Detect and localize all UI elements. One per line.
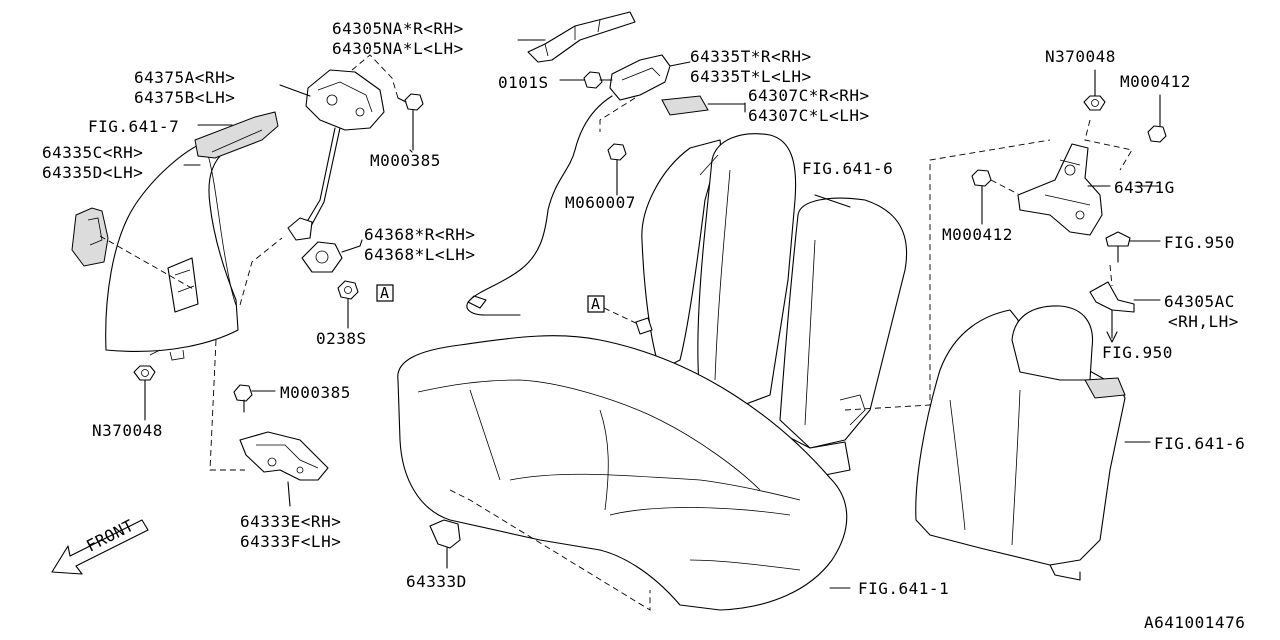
- label-64375B: 64375B<LH>: [134, 88, 235, 107]
- label-64305AC-side: <RH,LH>: [1168, 312, 1239, 331]
- label-64333F: 64333F<LH>: [240, 532, 341, 551]
- nut-part: [1083, 69, 1106, 111]
- label-0101S: 0101S: [498, 73, 549, 92]
- label-64307C-L: 64307C*L<LH>: [748, 106, 870, 125]
- screw-part: [607, 143, 627, 196]
- pin-part: [635, 317, 653, 335]
- label-m060007: M060007: [565, 193, 636, 212]
- leader-dash-64333D: [449, 489, 651, 611]
- label-64305NA-R: 64305NA*R<RH>: [332, 19, 464, 38]
- label-fig950-bottom: FIG.950: [1102, 343, 1173, 362]
- label-64335D: 64335D<LH>: [42, 163, 143, 182]
- cover-part: [661, 95, 746, 116]
- label-64335C: 64335C<RH>: [42, 143, 143, 162]
- label-n370048-top: N370048: [1045, 47, 1116, 66]
- label-fig641-7: FIG.641-7: [88, 117, 179, 136]
- hinge-bracket-part: [239, 431, 329, 507]
- nut-part: [133, 365, 156, 421]
- bolt-part: [233, 384, 276, 413]
- bracket-part: [517, 11, 636, 63]
- label-64333E: 64333E<RH>: [240, 512, 341, 531]
- leader-lines: [183, 84, 1161, 589]
- label-64368-L: 64368*L<LH>: [364, 245, 475, 264]
- label-m000385-top: M000385: [370, 151, 441, 170]
- label-64335T-L: 64335T*L<LH>: [690, 67, 812, 86]
- label-0238S: 0238S: [316, 329, 367, 348]
- striker-part: [301, 241, 361, 273]
- leader-dash-64368: [239, 237, 283, 306]
- leader-dash-64335C: [99, 235, 196, 291]
- leader-dash-back-hinge: [844, 139, 1051, 411]
- right-seat-back-assembly: [915, 305, 1151, 581]
- label-64371G: 64371G: [1114, 178, 1175, 197]
- seat-hinge-part: [1017, 143, 1111, 236]
- label-64305AC: 64305AC: [1164, 292, 1235, 311]
- leader-dash-64333E: [209, 339, 245, 471]
- reference-box-a: [376, 284, 394, 302]
- label-n370048-bottom: N370048: [92, 421, 163, 440]
- leader-dash-64305AC: [1109, 264, 1113, 287]
- ref-a-left-text: A: [380, 284, 390, 302]
- clip-part: [1105, 231, 1161, 263]
- ref-a-center-text: A: [591, 295, 601, 313]
- label-fig641-1: FIG.641-1: [858, 579, 949, 598]
- reference-box-a: [587, 295, 605, 313]
- label-fig641-6-top: FIG.641-6: [802, 159, 893, 178]
- label-64305NA-L: 64305NA*L<LH>: [332, 39, 464, 58]
- bolt-part: [559, 71, 613, 89]
- side-trim-panel: [105, 111, 279, 361]
- leader-dash-64371G: [1084, 119, 1133, 171]
- trim-cover-part: [71, 207, 109, 267]
- release-handle-part: [609, 54, 691, 101]
- label-fig641-6-right: FIG.641-6: [1154, 434, 1245, 453]
- label-64335T-R: 64335T*R<RH>: [690, 47, 812, 66]
- label-m000412-left: M000412: [942, 225, 1013, 244]
- leader-dash-m060007: [599, 97, 636, 132]
- hook-part: [429, 519, 461, 569]
- labels: 64305NA*R<RH> 64305NA*L<LH> 64375A<RH> 6…: [42, 19, 1245, 632]
- bracket-part: [1089, 281, 1161, 313]
- bolt-part: [1147, 94, 1167, 143]
- bolt-part: [971, 169, 1019, 225]
- front-direction-arrow: [51, 519, 149, 575]
- label-m000385-bottom: M000385: [280, 383, 351, 402]
- label-64368-R: 64368*R<RH>: [364, 225, 475, 244]
- latch-assembly-part: [287, 54, 399, 241]
- label-m000412-top: M000412: [1120, 72, 1191, 91]
- diagram-id: A641001476: [1144, 613, 1245, 632]
- label-64375A: 64375A<RH>: [134, 68, 235, 87]
- label-64307C-R: 64307C*R<RH>: [748, 86, 870, 105]
- label-64333D: 64333D: [406, 572, 467, 591]
- bolt-part: [397, 93, 424, 151]
- label-fig950-top: FIG.950: [1164, 233, 1235, 252]
- release-cable: [466, 95, 613, 316]
- seat-cushion-assembly: [397, 335, 848, 611]
- leader-dash-ref-a: [603, 307, 641, 326]
- nut-part: [337, 280, 359, 329]
